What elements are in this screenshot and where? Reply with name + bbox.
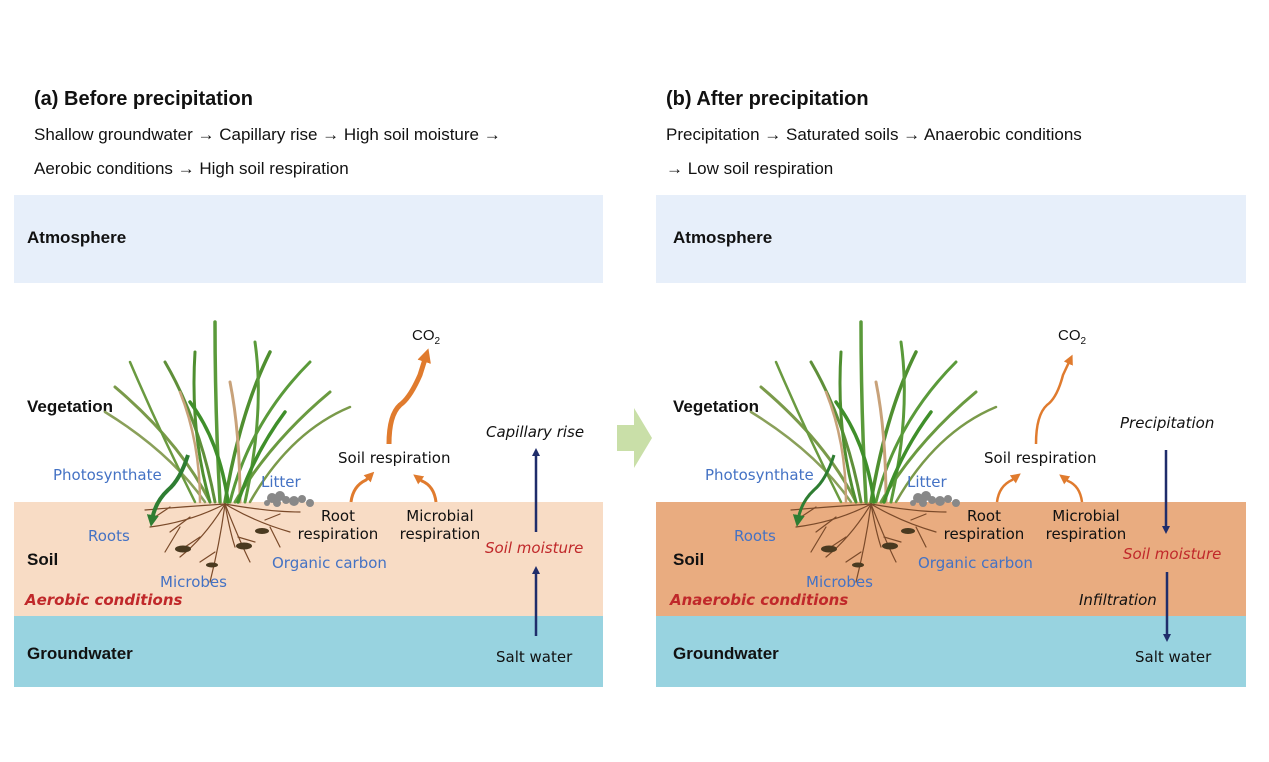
panel-a-desc-line1: Shallow groundwater → Capillary rise → H… [34,125,501,144]
soil-label-a: Soil [27,550,59,569]
co2-subscript-b: 2 [1080,336,1087,347]
condition-label-b: Anaerobic conditions [670,591,849,609]
atmosphere-layer-b [656,195,1246,283]
atmosphere-layer-a [14,195,603,283]
root-respiration-line2-a: respiration [297,525,379,543]
co2-text-b: CO [1058,327,1081,344]
soil-moisture-label-b: Soil moisture [1123,545,1222,563]
co2-label-a: CO2 [412,327,440,347]
co2-label-b: CO2 [1058,327,1086,347]
litter-label-a: Litter [261,473,301,491]
grass-plant-a [103,320,352,584]
microbes-label-b: Microbes [806,573,873,591]
soil-respiration-label-a: Soil respiration [338,449,451,467]
roots-label-a: Roots [88,527,130,545]
co2-subscript-a: 2 [434,336,441,347]
panel-a-title: (a) Before precipitation [34,88,253,110]
soil-moisture-label-a: Soil moisture [485,539,584,557]
organic-carbon-label-a: Organic carbon [272,554,387,572]
root-respiration-line1-b: Root [967,507,1001,525]
microbes-label-a: Microbes [160,573,227,591]
roots-label-b: Roots [734,527,776,545]
root-respiration-arrow-b [995,473,1021,503]
soil-layer-a [14,502,603,616]
microbial-respiration-line1-b: Microbial [1052,507,1120,525]
capillary-rise-label: Capillary rise [486,423,585,441]
grass-plant-b [749,320,998,584]
vegetation-label-a: Vegetation [27,397,113,416]
root-respiration-line1-a: Root [321,507,355,525]
microbial-respiration-arrow-a [413,474,438,503]
atmosphere-label-a: Atmosphere [27,228,127,247]
panel-b-title: (b) After precipitation [666,88,869,110]
panel-a-desc-line2: Aerobic conditions → High soil respirati… [34,159,349,178]
condition-label-a: Aerobic conditions [25,591,183,609]
salt-water-label-b: Salt water [1135,648,1212,666]
microbial-respiration-line2-a: respiration [399,525,481,543]
root-respiration-arrow-a [349,471,375,503]
transition-arrow-icon [617,408,652,468]
microbial-respiration-arrow-b [1059,474,1084,503]
precipitation-label: Precipitation [1120,414,1215,432]
root-respiration-line2-b: respiration [943,525,1025,543]
infiltration-label: Infiltration [1079,591,1157,609]
atmosphere-label-b: Atmosphere [673,228,773,247]
groundwater-label-a: Groundwater [27,644,133,663]
vegetation-label-b: Vegetation [673,397,759,416]
salt-water-label-a: Salt water [496,648,573,666]
photosynthate-arrow-a [146,454,190,527]
microbial-respiration-line2-b: respiration [1045,525,1127,543]
microbial-respiration-line1-a: Microbial [406,507,474,525]
co2-text-a: CO [412,327,435,344]
co2-flux-arrow-a [386,348,431,445]
photosynthate-label-b: Photosynthate [705,466,814,484]
photosynthate-label-a: Photosynthate [53,466,162,484]
soil-respiration-label-b: Soil respiration [984,449,1097,467]
panel-b-desc-line1: Precipitation → Saturated soils → Anaero… [666,125,1082,144]
litter-label-b: Litter [907,473,947,491]
soil-layer-b [656,502,1246,616]
soil-label-b: Soil [673,550,705,569]
groundwater-layer-a [14,616,603,687]
organic-carbon-label-b: Organic carbon [918,554,1033,572]
photosynthate-arrow-b [792,454,836,527]
groundwater-layer-b [656,616,1246,687]
groundwater-label-b: Groundwater [673,644,779,663]
co2-flux-arrow-b [1034,354,1073,445]
panel-b-desc-line2: → Low soil respiration [666,159,834,178]
